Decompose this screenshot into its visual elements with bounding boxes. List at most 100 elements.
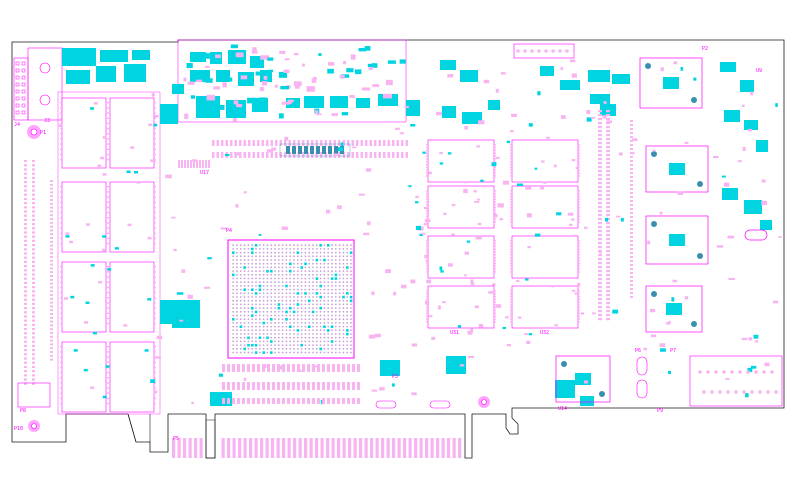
bga-ball: [293, 259, 295, 261]
bga-ball: [308, 325, 311, 328]
bga-ball: [293, 262, 295, 265]
chip-pin: [154, 371, 156, 374]
bga-ball: [331, 303, 333, 306]
edge-finger: [331, 438, 335, 458]
bga-ball: [285, 314, 288, 317]
bga-ball: [243, 292, 246, 295]
bga-ball: [319, 292, 322, 295]
bga-ball: [346, 288, 349, 291]
bga-ball: [327, 329, 330, 332]
bypass-cap: [554, 324, 558, 327]
left-header-pin: [32, 218, 35, 221]
header-pin: [342, 152, 345, 158]
smd-part: [337, 364, 340, 372]
chip-pin: [106, 356, 108, 358]
bga-ball: [296, 333, 299, 335]
bga-ball: [312, 262, 314, 265]
bga-ball: [281, 347, 284, 350]
bga-ball: [300, 251, 303, 254]
bga-ball: [323, 303, 326, 306]
bga-ball: [300, 351, 303, 354]
chip-pin: [578, 248, 580, 250]
chip-pin: [426, 149, 428, 152]
smd-part: [716, 245, 724, 248]
bypass-cap: [492, 283, 496, 286]
bga-ball: [350, 266, 352, 269]
connector-pin: [770, 370, 774, 374]
bga-ball: [236, 325, 238, 328]
bypass-cap: [65, 235, 70, 238]
bga-ball: [266, 292, 269, 295]
bga-ball: [350, 248, 352, 250]
bga-ball: [293, 296, 295, 298]
connector-pin: [734, 390, 738, 394]
header-pin: [630, 140, 633, 142]
bga-ball: [289, 251, 292, 254]
smd-part: [677, 191, 684, 195]
bga-ball: [338, 336, 341, 339]
bga-ball: [334, 351, 337, 354]
header-pin: [606, 194, 610, 197]
bga-ball: [304, 259, 307, 261]
bga-ball: [247, 259, 250, 261]
bga-ball: [232, 248, 235, 250]
bga-ball: [274, 262, 276, 265]
smd-part: [526, 340, 531, 345]
smd-part: [232, 398, 235, 404]
bypass-cap: [524, 332, 528, 336]
bga-ball: [331, 255, 333, 258]
bga-ball: [296, 285, 299, 287]
bypass-cap: [428, 315, 433, 318]
bga-ball: [342, 281, 345, 284]
memory-chip: [427, 185, 495, 229]
left-header-pin: [24, 332, 27, 335]
chip-pin: [578, 155, 580, 157]
bga-ball: [331, 288, 333, 291]
smd-part: [237, 364, 240, 372]
chip-pin: [60, 211, 62, 214]
bga-ball: [312, 307, 314, 309]
bga-ball: [251, 285, 254, 287]
bga-ball: [312, 299, 314, 302]
bga-ball: [327, 336, 330, 339]
bga-ball: [266, 329, 269, 332]
chip-pin: [494, 161, 496, 163]
bga-ball: [338, 299, 341, 302]
smd-part: [267, 364, 270, 372]
smd-part: [516, 183, 524, 186]
left-header-pin: [24, 181, 27, 184]
chip-pin: [60, 153, 62, 156]
bga-ball: [342, 255, 345, 258]
smd-part: [247, 97, 256, 104]
bga-ball: [270, 318, 273, 321]
left-header-pin: [50, 263, 53, 266]
smd-part: [526, 213, 532, 218]
smd-part: [282, 364, 285, 372]
bypass-cap: [102, 248, 107, 252]
smd-part: [352, 398, 355, 404]
header-pin: [193, 160, 195, 168]
bga-ball: [296, 340, 299, 343]
smd-part: [365, 168, 372, 172]
bga-ball: [346, 318, 349, 321]
bga-ball: [247, 285, 250, 287]
smd-part: [337, 147, 344, 152]
bypass-cap: [517, 316, 522, 319]
bypass-cap: [127, 223, 132, 227]
smd-part: [294, 52, 299, 56]
bga-ball: [247, 251, 250, 254]
bga-ball: [247, 307, 250, 309]
bypass-cap: [92, 331, 97, 335]
header-pin: [630, 208, 633, 210]
chip-pin: [60, 371, 62, 374]
bypass-cap: [64, 297, 69, 300]
bga-ball: [285, 244, 288, 247]
bga-ball: [247, 310, 250, 313]
chip-pin: [494, 298, 496, 300]
left-header-pin: [50, 290, 53, 293]
bga-ball: [251, 299, 254, 302]
smd-part: [495, 304, 502, 308]
smd-part: [368, 334, 376, 339]
chip-pin: [578, 192, 580, 195]
bga-ball: [350, 270, 352, 272]
